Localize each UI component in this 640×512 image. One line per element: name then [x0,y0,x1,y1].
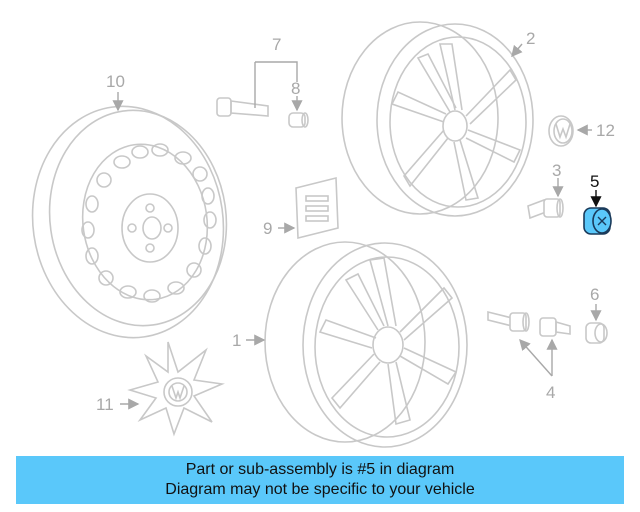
center-cap-part-12[interactable] [548,115,574,147]
alloy-wheel-part-2[interactable] [341,21,534,217]
callout-10[interactable]: 10 [106,72,125,91]
bolt-part-4a[interactable] [487,310,530,332]
callout-11[interactable]: 11 [96,395,114,414]
info-banner: Part or sub-assembly is #5 in diagram Di… [16,456,624,504]
hub-cover-part-11[interactable] [127,341,225,437]
label-part-9[interactable] [295,176,339,240]
callout-4[interactable]: 4 [546,383,555,402]
banner-line-2: Diagram may not be specific to your vehi… [165,481,475,498]
callout-6[interactable]: 6 [590,285,599,304]
banner-line-1: Part or sub-assembly is #5 in diagram [185,461,455,478]
steel-wheel-part-10[interactable] [18,94,240,350]
callout-2[interactable]: 2 [526,29,535,48]
cap-part-6[interactable] [585,322,608,344]
callout-3[interactable]: 3 [552,161,561,180]
callout-9[interactable]: 9 [263,219,272,238]
callout-7[interactable]: 7 [272,35,281,54]
callout-5[interactable]: 5 [590,172,599,191]
callout-8[interactable]: 8 [291,79,300,98]
callout-1[interactable]: 1 [232,331,241,350]
callout-12[interactable]: 12 [596,121,615,140]
highlighted-cap-part-5[interactable] [583,207,612,235]
cap-part-8[interactable] [288,112,309,128]
bolt-part-4b[interactable] [539,317,571,337]
alloy-wheel-part-1[interactable] [264,241,468,448]
wheel-bolt-part-3[interactable] [527,198,564,220]
bolt-part-7[interactable] [216,97,269,117]
